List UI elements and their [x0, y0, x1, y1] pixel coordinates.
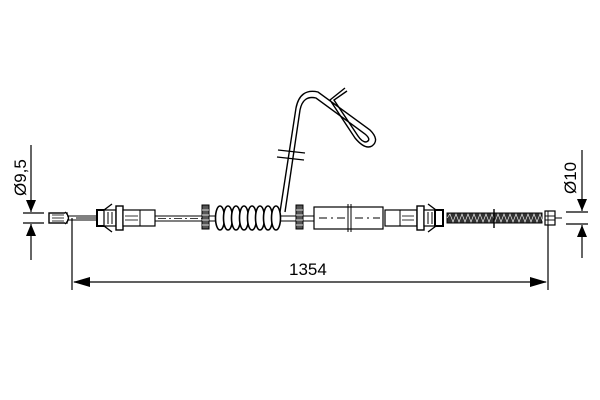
right-end-nipple [544, 210, 562, 226]
cable-centerline [76, 215, 205, 222]
left-diameter-label: Ø9,5 [11, 159, 30, 196]
right-diameter-label: Ø10 [561, 161, 580, 194]
right-sleeve-fitting [384, 203, 444, 233]
left-diameter-dimension [23, 145, 44, 260]
left-collar [201, 204, 210, 230]
left-end-nipple [48, 211, 100, 225]
middle-casing [303, 204, 384, 232]
spring-coil [209, 205, 300, 231]
length-label: 1354 [289, 260, 327, 279]
right-diameter-dimension [566, 150, 588, 258]
right-collar [295, 204, 304, 230]
length-dimension [71, 218, 549, 290]
mounting-bracket-wire [276, 87, 377, 213]
right-spring-casing [446, 209, 544, 228]
left-sleeve-fitting [96, 203, 156, 233]
